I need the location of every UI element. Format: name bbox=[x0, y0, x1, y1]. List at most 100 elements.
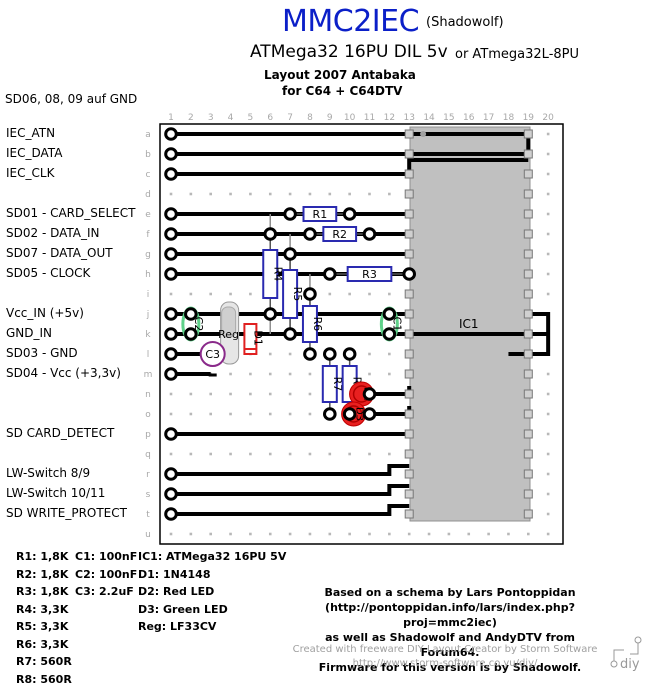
bom-item: R2: 1,8K bbox=[16, 567, 69, 581]
hole bbox=[229, 392, 232, 396]
ic-pin bbox=[404, 229, 414, 239]
track bbox=[171, 504, 410, 516]
hole bbox=[507, 532, 510, 536]
pad bbox=[164, 467, 178, 481]
hole bbox=[308, 392, 312, 396]
hole bbox=[388, 352, 391, 356]
r6-body bbox=[301, 305, 318, 343]
row-label: r bbox=[146, 470, 150, 480]
ic-pin bbox=[404, 349, 414, 359]
row-label: d bbox=[145, 190, 151, 200]
row-label: g bbox=[145, 250, 151, 260]
hole bbox=[348, 192, 351, 196]
pad bbox=[184, 307, 198, 321]
diy-logo-icon: diy bbox=[610, 636, 642, 672]
storm-url-link[interactable]: http://www.storm-software.co.yu/diy/ bbox=[352, 658, 538, 669]
hole bbox=[388, 292, 391, 296]
ic-pin bbox=[523, 169, 533, 179]
hole bbox=[368, 292, 371, 296]
ic-pin bbox=[404, 449, 414, 459]
column-label: 1 bbox=[168, 113, 174, 123]
hole bbox=[229, 372, 232, 376]
ic-pin bbox=[523, 429, 533, 439]
hole bbox=[169, 532, 173, 536]
pad bbox=[323, 267, 337, 281]
column-label: 6 bbox=[267, 113, 273, 123]
ic-pin bbox=[404, 149, 414, 159]
column-label: 15 bbox=[443, 113, 454, 123]
ic-pin bbox=[523, 489, 533, 499]
row-label: i bbox=[147, 290, 150, 300]
hole bbox=[328, 532, 332, 536]
pads bbox=[164, 127, 533, 521]
hole bbox=[308, 452, 312, 456]
hole bbox=[308, 532, 312, 536]
column-label: 3 bbox=[208, 113, 214, 123]
signal-label-l: SD03 - GND bbox=[6, 346, 78, 360]
pad bbox=[323, 347, 337, 361]
hole bbox=[169, 392, 173, 396]
hole bbox=[546, 432, 550, 436]
signal-label-t: SD WRITE_PROTECT bbox=[6, 506, 127, 520]
bom-item: R8: 560R bbox=[16, 672, 72, 686]
signal-label-k: GND_IN bbox=[6, 326, 53, 340]
d3-label: D3 bbox=[354, 407, 365, 421]
gnd-note: SD06, 08, 09 auf GND bbox=[5, 92, 138, 106]
signal-label-e: SD01 - CARD_SELECT bbox=[6, 206, 136, 220]
ic-pin bbox=[404, 129, 414, 139]
ic-pin bbox=[523, 149, 533, 159]
hole bbox=[229, 192, 232, 196]
column-label: 20 bbox=[542, 113, 554, 123]
hole bbox=[268, 192, 272, 196]
ic-pin bbox=[523, 269, 533, 279]
ic-pin bbox=[523, 129, 533, 139]
r3-body bbox=[346, 266, 393, 282]
reg-tab bbox=[221, 306, 237, 338]
pad bbox=[263, 307, 278, 321]
pad bbox=[164, 367, 178, 381]
r7-label: R7 bbox=[331, 377, 344, 392]
pad bbox=[164, 207, 178, 221]
ic-pin bbox=[404, 209, 414, 219]
hole bbox=[288, 392, 292, 396]
hole bbox=[546, 452, 550, 456]
hole bbox=[169, 452, 173, 456]
hole bbox=[388, 372, 391, 376]
hole bbox=[169, 192, 173, 196]
pad bbox=[164, 227, 178, 241]
signal-label-f: SD02 - DATA_IN bbox=[6, 226, 100, 240]
column-label: 12 bbox=[384, 113, 395, 123]
hole bbox=[447, 532, 451, 536]
ic-pin bbox=[404, 189, 414, 199]
pad bbox=[164, 347, 178, 361]
hole bbox=[169, 412, 173, 416]
ic-pin bbox=[523, 289, 533, 299]
signal-label-a: IEC_ATN bbox=[6, 126, 56, 140]
pad bbox=[164, 307, 178, 321]
ic-pin bbox=[404, 409, 414, 419]
r5-body bbox=[282, 269, 299, 319]
hole bbox=[189, 452, 193, 456]
hole bbox=[169, 292, 173, 296]
hole bbox=[546, 192, 550, 196]
ic-pin bbox=[523, 409, 533, 419]
hole bbox=[348, 292, 351, 296]
column-label: 13 bbox=[403, 113, 414, 123]
hole bbox=[249, 392, 252, 396]
hole bbox=[546, 252, 550, 256]
pad bbox=[303, 347, 317, 361]
ic-pin bbox=[523, 229, 533, 239]
ic1-label: IC1 bbox=[459, 317, 479, 331]
hole bbox=[189, 412, 193, 416]
bom-item: R6: 3,3K bbox=[16, 637, 69, 651]
column-label: 2 bbox=[188, 113, 194, 123]
pad bbox=[382, 307, 397, 321]
signal-label-m: SD04 - Vcc (+3,3v) bbox=[6, 366, 121, 380]
hole bbox=[368, 372, 371, 376]
c1-label: C1 bbox=[390, 317, 403, 332]
pad bbox=[283, 247, 297, 261]
hole bbox=[268, 352, 272, 356]
bom-item: D3: Green LED bbox=[138, 602, 228, 616]
